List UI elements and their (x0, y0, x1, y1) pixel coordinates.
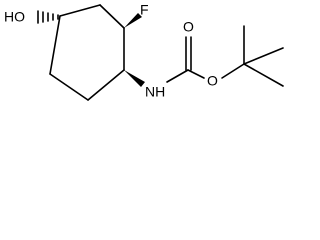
bond-tbutyl-methyl-down (243, 63, 284, 87)
hydroxyl-label: HO (4, 9, 25, 25)
hydroxyl-hashed-bond (37, 10, 59, 24)
cyclohexane-ring (49, 4, 125, 101)
amine-label: NH (145, 84, 165, 100)
carbonyl-oxygen-label: O (183, 19, 194, 35)
ring-bond-c2-c3 (99, 4, 125, 29)
ring-bond-c1-c2 (59, 4, 101, 17)
chemical-structure-diagram: HO F NH O O (4, 2, 284, 101)
fluorine-wedge-bond (124, 13, 142, 28)
bond-carbonyl-c-ester-o (187, 69, 205, 79)
fluorine-label: F (140, 2, 149, 18)
bond-tbutyl-methyl-right (243, 47, 284, 65)
ester-oxygen-label: O (207, 73, 218, 89)
ring-bond-c5-c6 (49, 73, 89, 101)
amine-wedge-bond (124, 70, 145, 87)
bond-n-carbonyl-c (166, 69, 189, 83)
bond-ester-o-quaternary-c (221, 63, 245, 79)
carbamate-chain (166, 25, 284, 87)
ring-bond-c6-c1 (49, 15, 61, 75)
ring-bond-c4-c5 (87, 69, 125, 101)
